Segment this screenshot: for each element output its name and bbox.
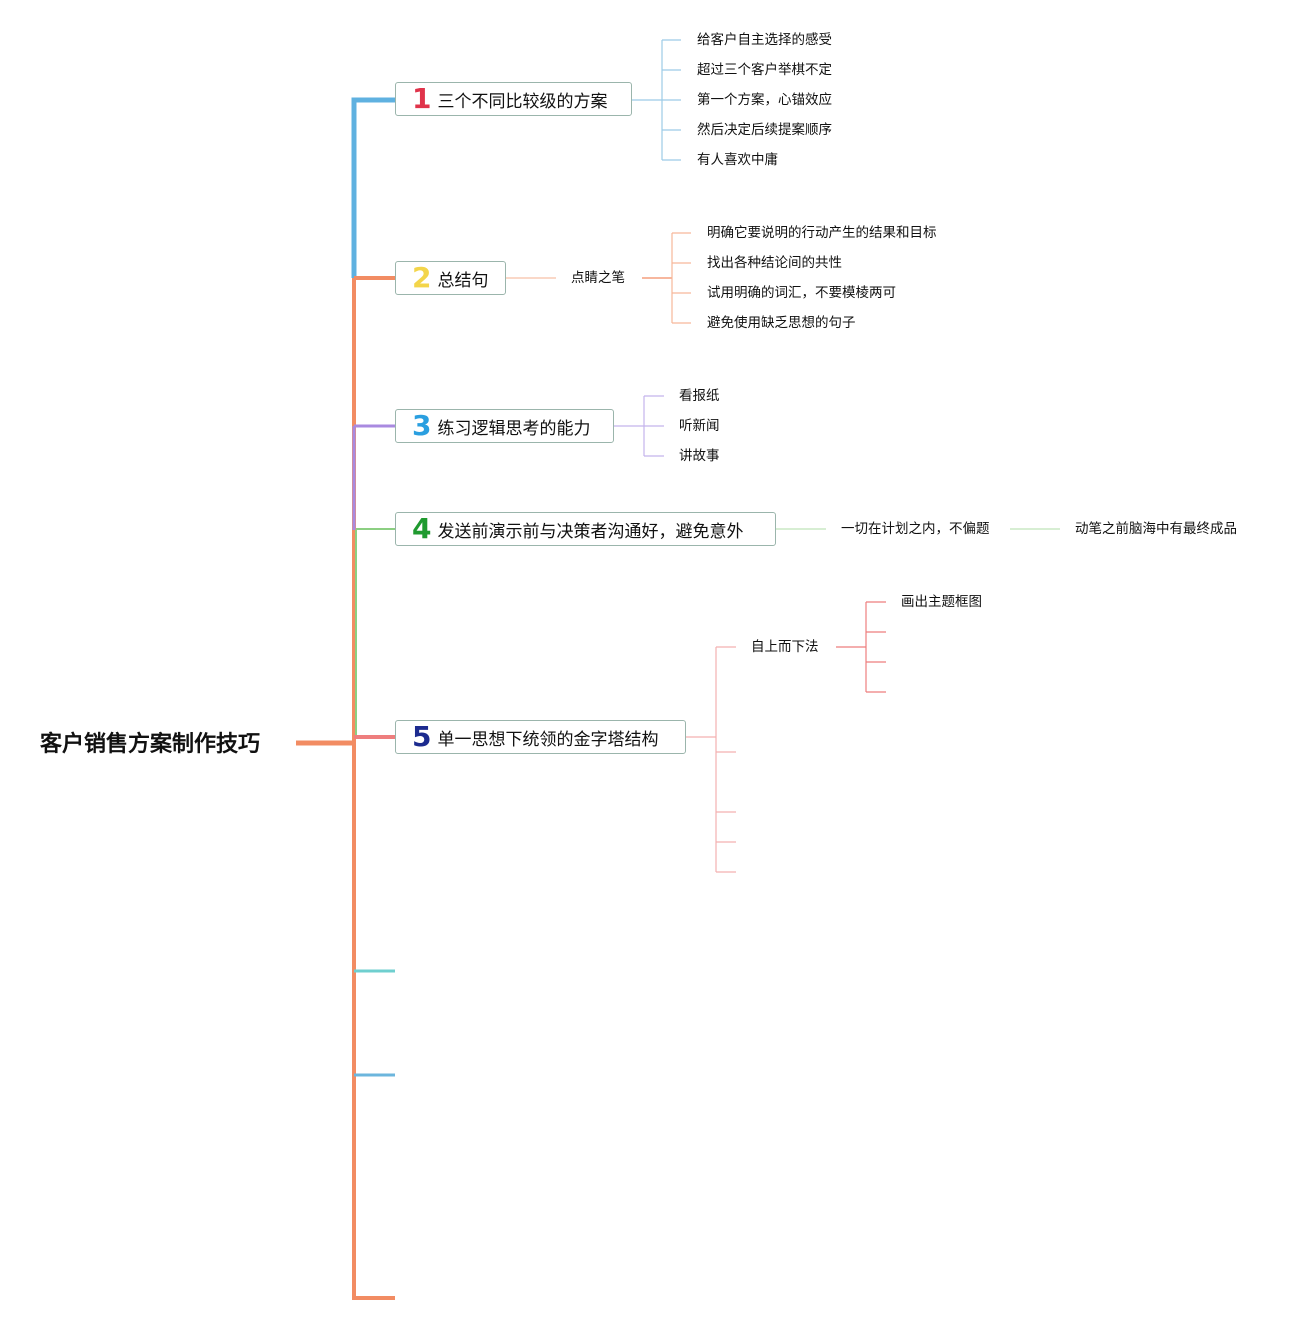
- leaf-3-3[interactable]: 讲故事: [679, 448, 720, 464]
- subtopic-4[interactable]: 一切在计划之内，不偏题: [841, 521, 990, 537]
- root-topic[interactable]: 客户销售方案制作技巧: [40, 732, 261, 757]
- subtopic-4-child[interactable]: 动笔之前脑海中有最终成品: [1075, 521, 1237, 537]
- subtopic-5[interactable]: 自上而下法: [751, 639, 819, 655]
- topic-1[interactable]: 1 三个不同比较级的方案: [395, 82, 632, 116]
- leaf-2-4[interactable]: 避免使用缺乏思想的句子: [707, 315, 856, 331]
- topic-5-label: 单一思想下统领的金字塔结构: [437, 729, 659, 750]
- leaf-2-2[interactable]: 找出各种结论间的共性: [707, 255, 842, 271]
- number-2-icon: 2: [412, 261, 432, 294]
- leaf-1-4[interactable]: 然后决定后续提案顺序: [697, 122, 832, 138]
- topic-4-label: 发送前演示前与决策者沟通好，避免意外: [437, 521, 744, 542]
- branch-3-children-lines: [614, 395, 664, 457]
- number-4-icon: 4: [412, 512, 432, 545]
- number-5-icon: 5: [412, 720, 432, 753]
- number-1-icon: 1: [412, 82, 432, 115]
- branch-1-children-lines: [632, 39, 681, 161]
- leaf-5-1[interactable]: 画出主题框图: [901, 594, 982, 610]
- leaf-3-1[interactable]: 看报纸: [679, 388, 720, 404]
- leaf-1-2[interactable]: 超过三个客户举棋不定: [697, 62, 832, 78]
- number-3-icon: 3: [412, 409, 432, 442]
- topic-1-label: 三个不同比较级的方案: [437, 91, 608, 112]
- branch-5-children-lines: [686, 601, 886, 873]
- topic-4[interactable]: 4 发送前演示前与决策者沟通好，避免意外: [395, 512, 776, 546]
- topic-2-label: 总结句: [437, 270, 489, 291]
- leaf-1-3[interactable]: 第一个方案，心锚效应: [697, 92, 832, 108]
- leaf-1-5[interactable]: 有人喜欢中庸: [697, 152, 778, 168]
- topic-3[interactable]: 3 练习逻辑思考的能力: [395, 409, 614, 443]
- leaf-2-1[interactable]: 明确它要说明的行动产生的结果和目标: [707, 225, 937, 241]
- topic-3-label: 练习逻辑思考的能力: [437, 418, 591, 439]
- branch-2-children-lines: [506, 232, 691, 324]
- leaf-3-2[interactable]: 听新闻: [679, 418, 720, 434]
- topic-5[interactable]: 5 单一思想下统领的金字塔结构: [395, 720, 686, 754]
- topic-2[interactable]: 2 总结句: [395, 261, 506, 295]
- leaf-2-3[interactable]: 试用明确的词汇，不要模棱两可: [707, 285, 896, 301]
- leaf-1-1[interactable]: 给客户自主选择的感受: [697, 32, 832, 48]
- subtopic-2[interactable]: 点睛之笔: [571, 270, 625, 286]
- trunk-segment-1: [351, 97, 395, 278]
